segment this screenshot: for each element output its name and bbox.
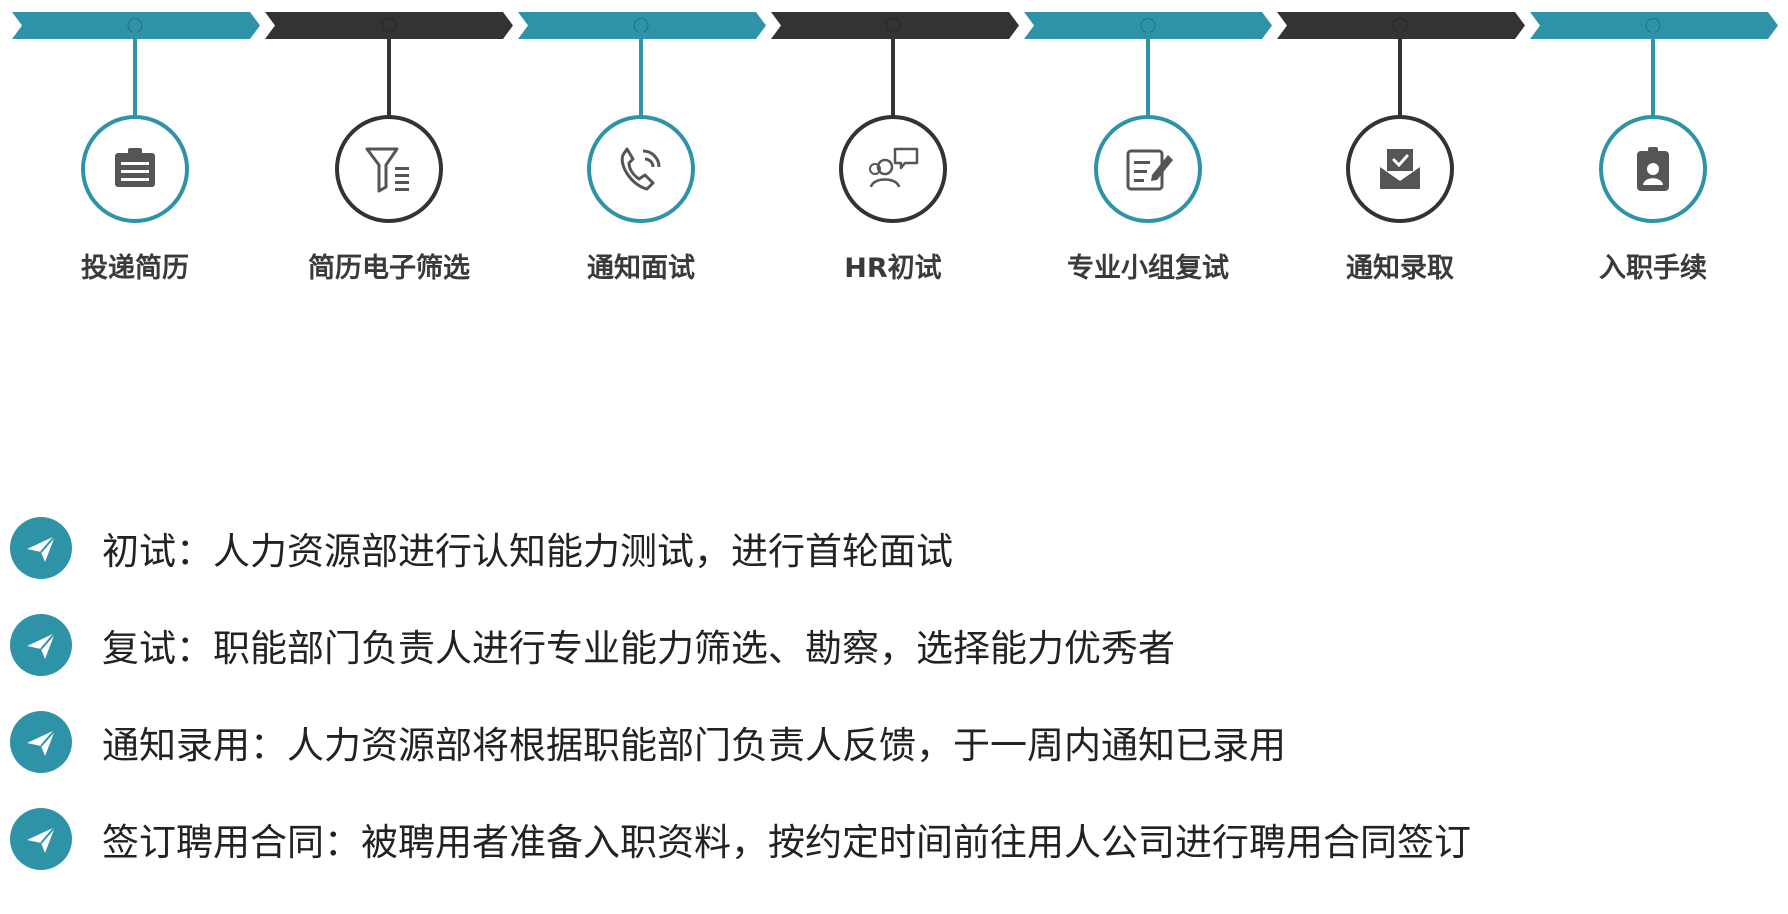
bullet-text: 签订聘用合同：被聘用者准备入职资料，按约定时间前往用人公司进行聘用合同签订: [102, 821, 1471, 864]
process-timeline: [12, 12, 1778, 223]
step-circle-3: [587, 115, 695, 223]
edit-form-icon: [1126, 149, 1173, 191]
paper-plane-icon: [10, 808, 72, 870]
paper-plane-icon: [10, 711, 72, 773]
step-label-7: 入职手续: [1599, 253, 1707, 284]
step-label-1: 投递简历: [81, 253, 189, 284]
bullet-item-2: 复试：职能部门负责人进行专业能力筛选、勘察，选择能力优秀者: [10, 613, 1175, 677]
phone-call-icon: [620, 147, 661, 191]
bullet-text: 复试：职能部门负责人进行专业能力筛选、勘察，选择能力优秀者: [102, 627, 1175, 670]
envelope-check-icon: [1380, 149, 1420, 189]
id-badge-icon: [1637, 147, 1669, 191]
bullet-item-1: 初试：人力资源部进行认知能力测试，进行首轮面试: [10, 516, 953, 580]
paper-plane-icon: [10, 614, 72, 676]
step-circle-2: [335, 115, 443, 223]
step-label-4: HR初试: [844, 253, 942, 284]
filter-icon: [365, 147, 409, 193]
people-chat-icon: [869, 147, 919, 188]
step-label-5: 专业小组复试: [1067, 253, 1229, 284]
bullet-text: 通知录用：人力资源部将根据职能部门负责人反馈，于一周内通知已录用: [102, 724, 1286, 767]
step-label-2: 简历电子筛选: [308, 253, 470, 284]
bullet-item-4: 签订聘用合同：被聘用者准备入职资料，按约定时间前往用人公司进行聘用合同签订: [10, 807, 1471, 871]
paper-plane-icon: [10, 517, 72, 579]
step-label-3: 通知面试: [587, 253, 695, 284]
bullet-text: 初试：人力资源部进行认知能力测试，进行首轮面试: [102, 530, 953, 573]
clipboard-icon: [115, 148, 155, 187]
step-circle-5: [1094, 115, 1202, 223]
step-label-6: 通知录取: [1346, 253, 1454, 284]
bullet-item-3: 通知录用：人力资源部将根据职能部门负责人反馈，于一周内通知已录用: [10, 710, 1286, 774]
